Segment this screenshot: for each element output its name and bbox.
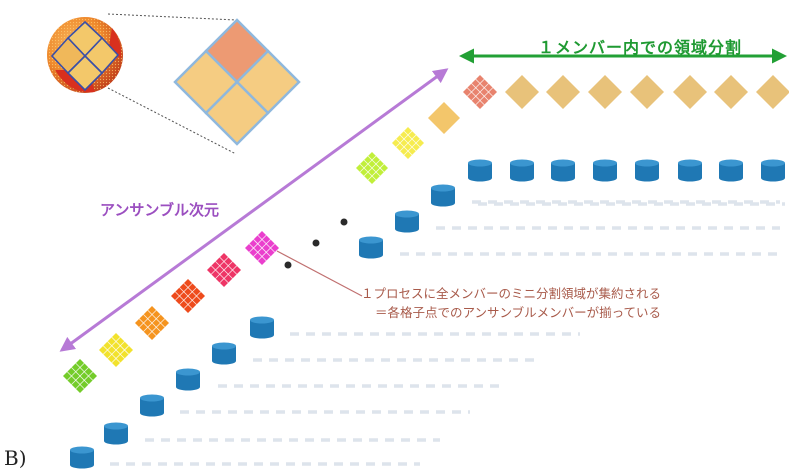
process-cylinder	[678, 159, 702, 182]
globe-icon	[47, 17, 123, 93]
ensemble-member-diamond	[245, 231, 279, 265]
process-cylinder	[104, 422, 128, 445]
process-cylinder	[551, 159, 575, 182]
ensemble-dimension-arrow	[59, 68, 449, 352]
member-domain-diamond	[463, 75, 497, 109]
ensemble-member-diamond	[428, 102, 460, 134]
ensemble-member-diamond	[356, 152, 388, 184]
annotation-line-2: ＝各格子点でのアンサンブルメンバーが揃っている	[375, 305, 662, 320]
process-cylinder	[510, 159, 534, 182]
ensemble-member-diamond	[99, 333, 133, 367]
process-cylinder	[719, 159, 743, 182]
zoom-line-top	[107, 13, 237, 21]
member-domain-diamond	[673, 75, 707, 109]
process-cylinder	[395, 210, 419, 233]
process-cylinder	[431, 184, 455, 207]
ensemble-dimension-label: アンサンブル次元	[100, 201, 219, 219]
process-cylinder	[468, 159, 492, 182]
process-cylinder	[359, 236, 383, 259]
member-domain-diamond	[714, 75, 748, 109]
annotation-leader-line	[276, 250, 363, 297]
enlarged-domain-diamond	[173, 18, 301, 146]
process-cylinder	[250, 316, 274, 339]
process-cylinder	[212, 342, 236, 365]
ensemble-member-diamond	[171, 279, 205, 313]
ellipsis-dots-icon	[284, 218, 348, 269]
member-domain-diamond	[505, 75, 539, 109]
process-cylinder	[761, 159, 785, 182]
member-domain-diamond	[756, 75, 789, 109]
ensemble-member-diamond	[63, 359, 97, 393]
member-domain-diamond	[588, 75, 622, 109]
process-cylinder	[176, 368, 200, 391]
ensemble-member-diamond	[392, 127, 424, 159]
panel-label: B)	[4, 446, 27, 470]
process-cylinder	[593, 159, 617, 182]
ensemble-member-diamond	[207, 253, 241, 287]
diagram-marks	[63, 75, 789, 469]
member-domain-diamond	[630, 75, 664, 109]
annotation-line-1: １プロセスに全メンバーのミニ分割領域が集約される	[361, 286, 662, 301]
member-domain-label: １メンバー内での領域分割	[538, 38, 743, 57]
ensemble-member-diamond	[135, 306, 169, 340]
member-domain-diamond	[546, 75, 580, 109]
process-cylinder	[635, 159, 659, 182]
process-cylinder	[140, 394, 164, 417]
process-cylinder	[70, 446, 94, 469]
